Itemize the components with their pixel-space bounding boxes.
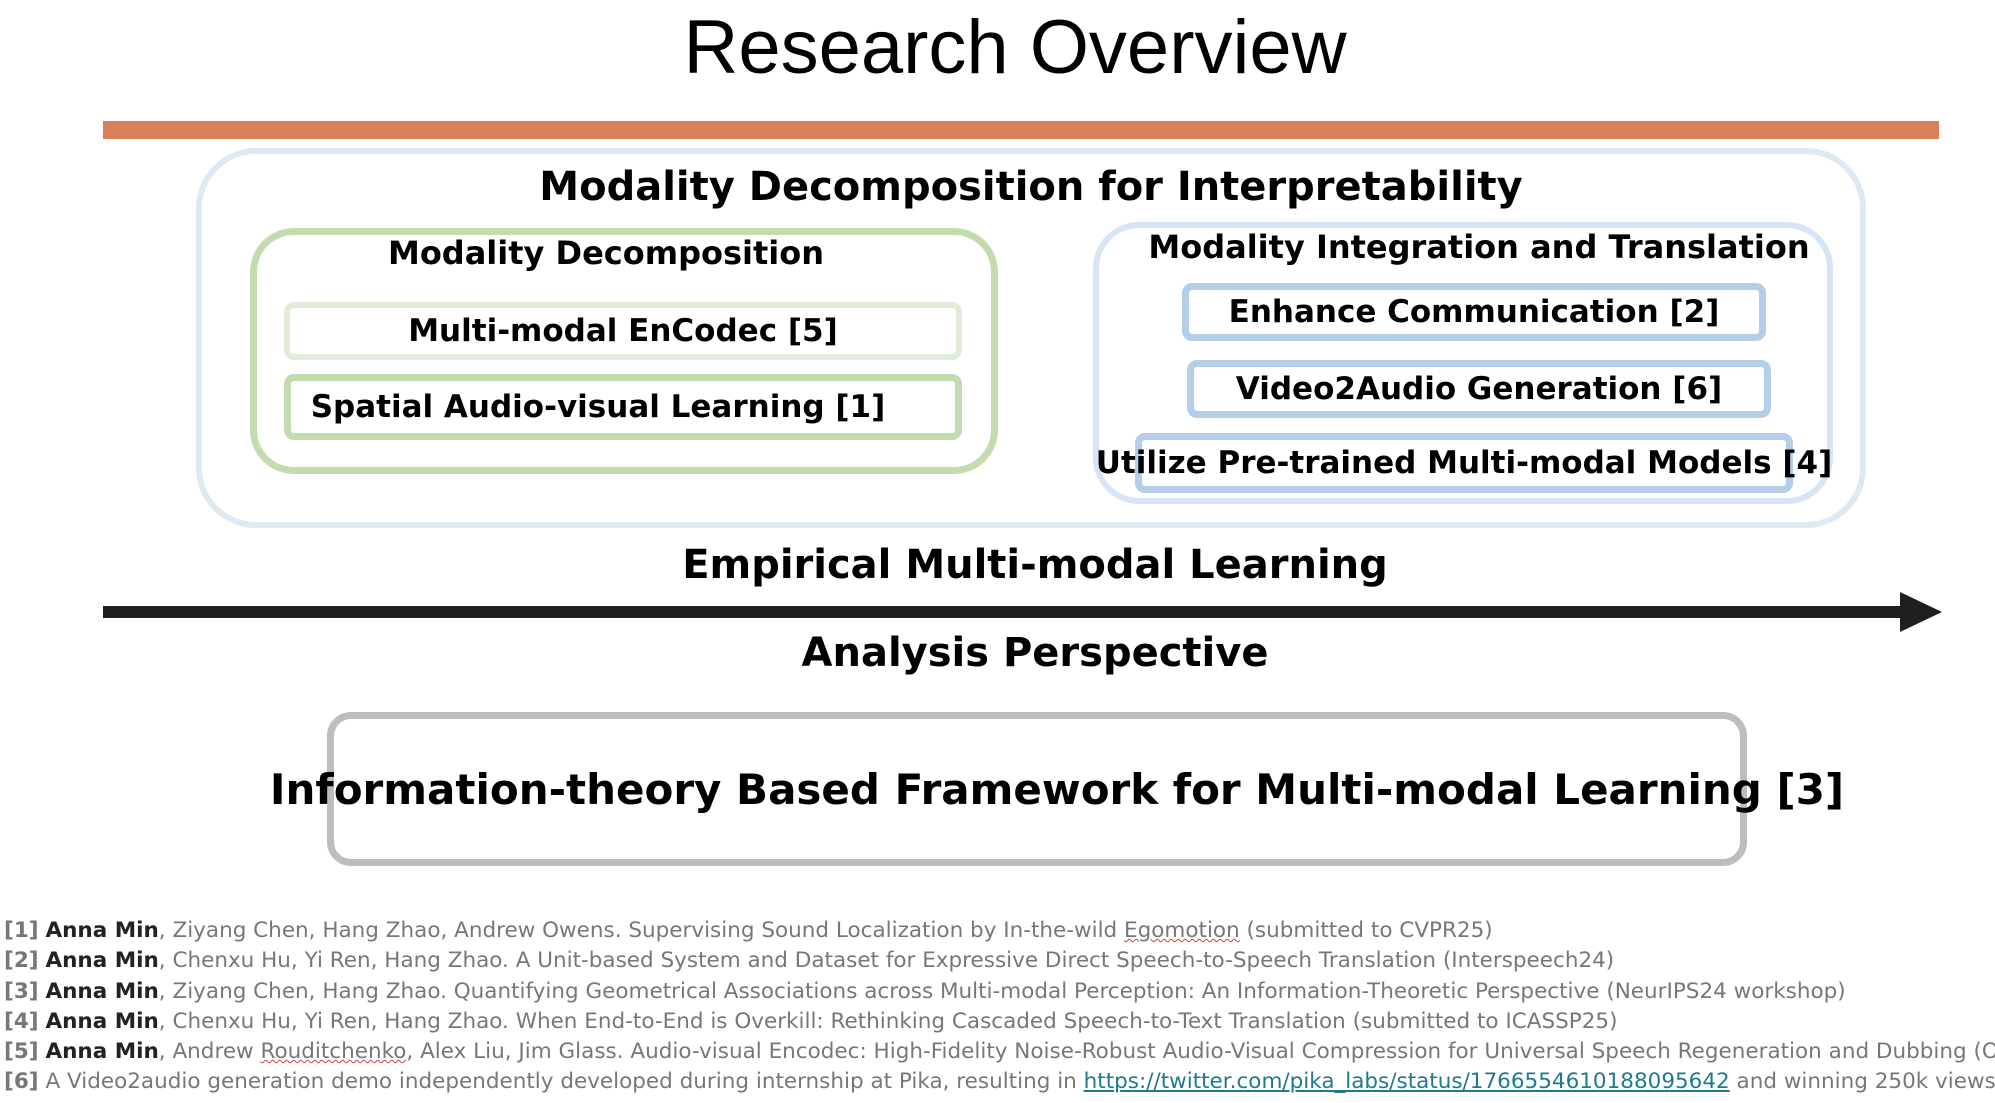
arrow-label-below: Analysis Perspective (801, 630, 1269, 676)
reference-item: [6] A Video2audio generation demo indepe… (4, 1067, 1995, 1097)
arrow-label-above: Empirical Multi-modal Learning (682, 542, 1388, 588)
reference-text: A Video2audio generation demo independen… (38, 1069, 1084, 1095)
pill-multimodal-encodec: Multi-modal EnCodec [5] (284, 302, 962, 360)
reference-number: [4] (4, 1008, 39, 1034)
reference-author: Anna Min (45, 1039, 159, 1065)
reference-link[interactable]: https://twitter.com/pika_labs/status/176… (1083, 1069, 1730, 1095)
references-list: [1] Anna Min, Ziyang Chen, Hang Zhao, An… (4, 916, 1995, 1098)
page-title: Research Overview (683, 5, 1347, 90)
reference-text: , Alex Liu, Jim Glass. Audio-visual Enco… (406, 1039, 1995, 1065)
main-panel-heading: Modality Decomposition for Interpretabil… (539, 164, 1523, 210)
arrow-head-icon (1900, 592, 1942, 632)
reference-underlined-term: Egomotion (1124, 918, 1240, 943)
reference-number: [6] (4, 1069, 39, 1095)
reference-text: , Andrew (158, 1039, 261, 1065)
reference-item: [2] Anna Min, Chenxu Hu, Yi Ren, Hang Zh… (4, 946, 1994, 976)
reference-text: , Ziyang Chen, Hang Zhao. Quantifying Ge… (158, 978, 1846, 1004)
reference-number: [3] (4, 978, 39, 1004)
reference-author: Anna Min (45, 978, 159, 1004)
reference-number: [2] (4, 948, 39, 974)
reference-author: Anna Min (45, 1008, 159, 1034)
reference-item: [1] Anna Min, Ziyang Chen, Hang Zhao, An… (4, 916, 1994, 946)
title-underline-bar (103, 121, 1939, 139)
right-panel-heading: Modality Integration and Translation (1148, 228, 1810, 266)
reference-item: [4] Anna Min, Chenxu Hu, Yi Ren, Hang Zh… (4, 1007, 1994, 1037)
arrow-line (103, 606, 1903, 618)
reference-item: [3] Anna Min, Ziyang Chen, Hang Zhao. Qu… (4, 977, 1994, 1007)
reference-author: Anna Min (45, 948, 159, 974)
pill-enhance-communication: Enhance Communication [2] (1182, 283, 1766, 341)
reference-text: , Chenxu Hu, Yi Ren, Hang Zhao. A Unit-b… (158, 948, 1615, 974)
framework-box: Information-theory Based Framework for M… (270, 712, 1844, 866)
reference-author: Anna Min (45, 918, 159, 943)
pill-video2audio-generation: Video2Audio Generation [6] (1187, 360, 1771, 418)
left-panel-heading: Modality Decomposition (387, 234, 825, 272)
main-panel (196, 148, 1866, 528)
left-panel (250, 228, 998, 474)
pill-spatial-audio-visual: Spatial Audio-visual Learning [1] (284, 374, 962, 440)
reference-number: [1] (4, 918, 39, 943)
reference-text: (submitted to CVPR25) (1239, 918, 1493, 943)
reference-text: , Chenxu Hu, Yi Ren, Hang Zhao. When End… (158, 1008, 1618, 1034)
reference-text: , Ziyang Chen, Hang Zhao, Andrew Owens. … (158, 918, 1125, 943)
reference-text: and winning 250k views (1729, 1069, 1995, 1095)
reference-item: [5] Anna Min, Andrew Rouditchenko, Alex … (4, 1037, 1995, 1067)
pill-utilize-pretrained-models: Utilize Pre-trained Multi-modal Models [… (1096, 433, 1832, 493)
reference-underlined-term: Rouditchenko (260, 1039, 407, 1065)
reference-number: [5] (4, 1039, 39, 1065)
right-panel (1093, 222, 1833, 504)
